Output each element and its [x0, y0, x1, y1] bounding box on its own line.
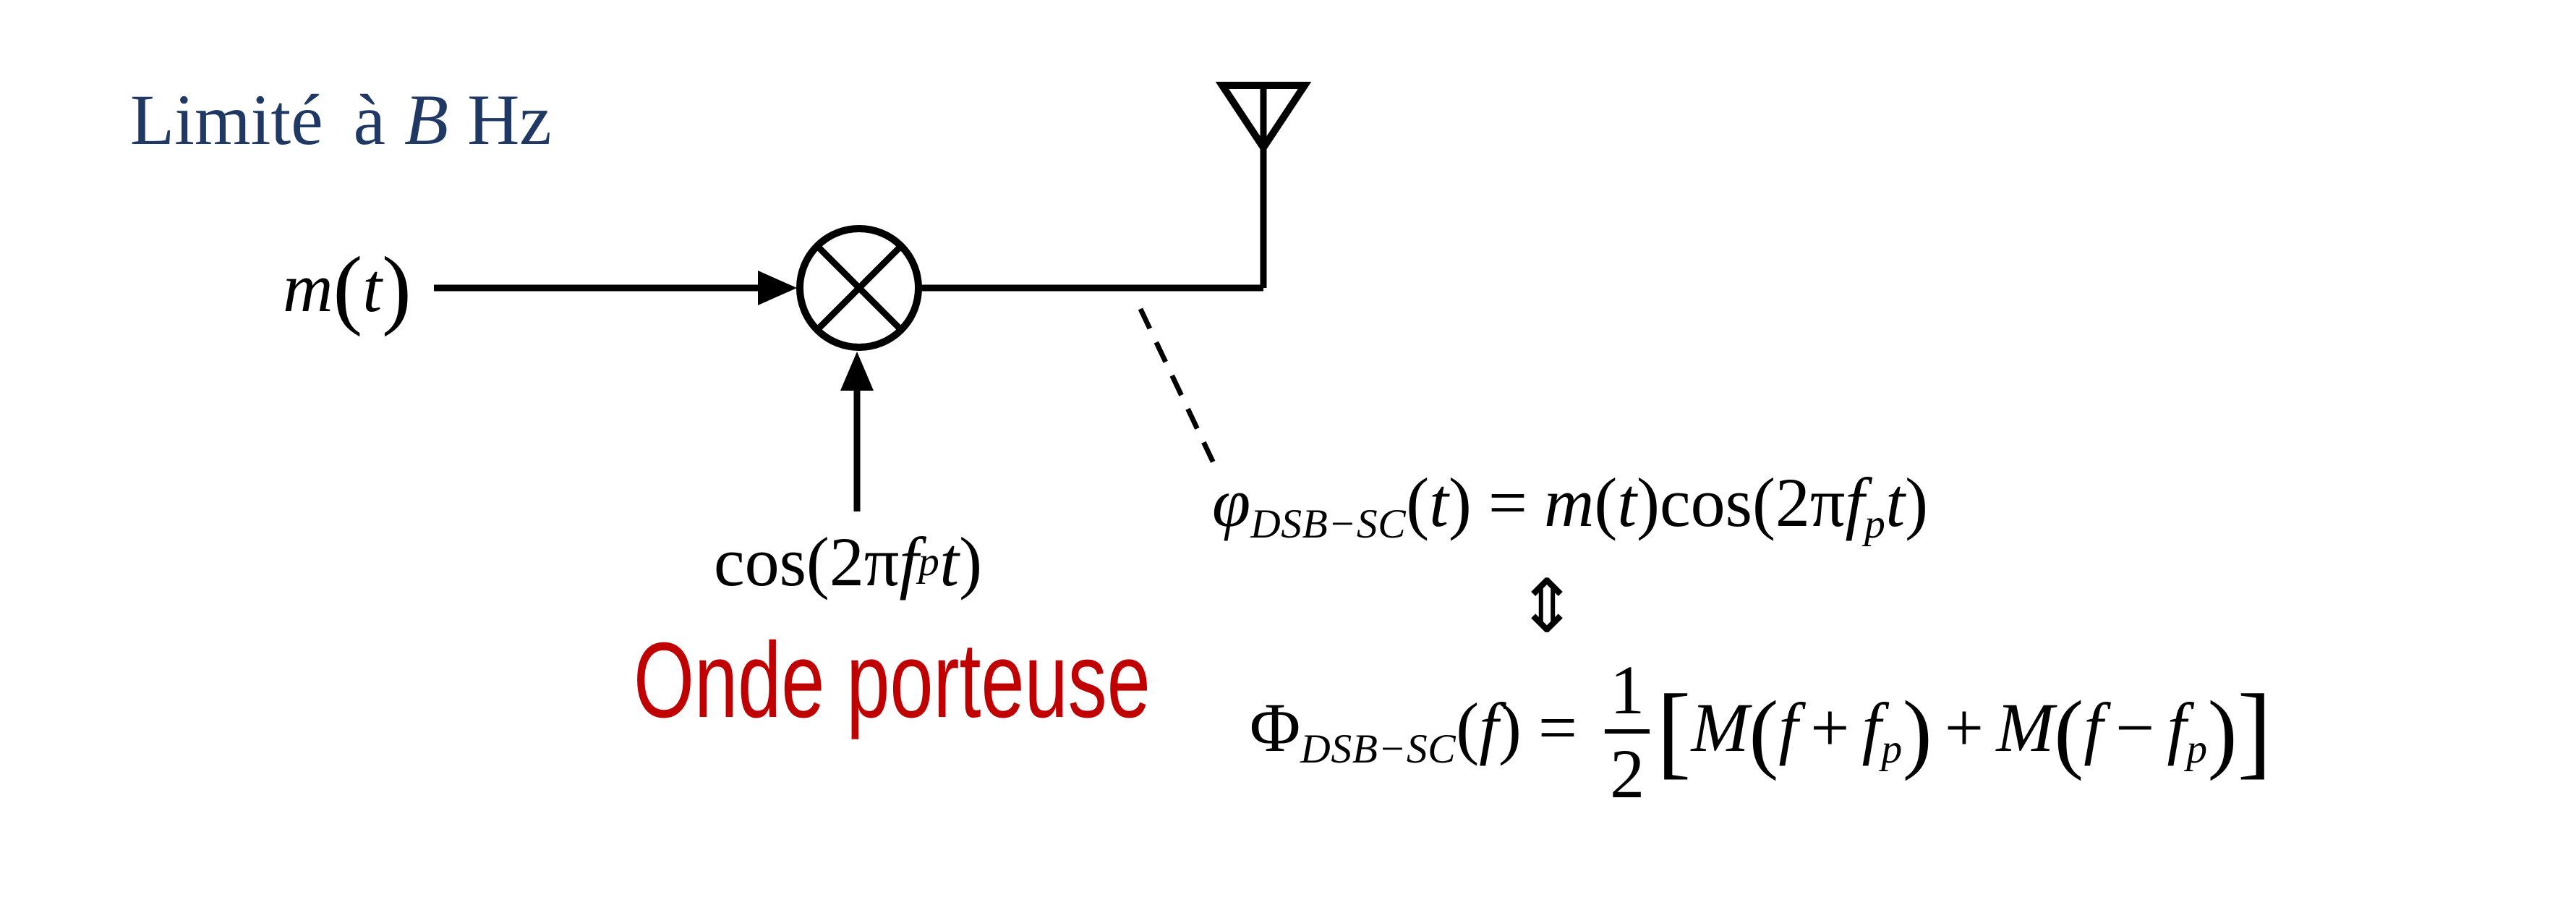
- freq-eq-term2-close: ): [2207, 682, 2238, 782]
- bandwidth-note-connector: à: [353, 80, 385, 160]
- freq-eq-term2-subscript: p: [2186, 726, 2208, 773]
- carrier-arrowhead-icon: [840, 352, 874, 391]
- freq-eq-term2-open: (: [2054, 682, 2084, 782]
- freq-eq-term1-fp: f: [1861, 689, 1882, 767]
- freq-eq-subscript: DSB−SC: [1300, 726, 1457, 773]
- callout-dashed-line: [1138, 307, 1216, 464]
- time-eq-close-paren: ): [1448, 463, 1472, 541]
- multiplier-mixer-icon: [796, 225, 922, 351]
- freq-eq-term2-f: f: [2084, 689, 2103, 767]
- time-eq-symbol: φ: [1212, 463, 1251, 541]
- carrier-arrow: [840, 352, 874, 511]
- freq-eq-term2-op: −: [2115, 689, 2155, 767]
- carrier-cos-head: cos(2π: [713, 523, 900, 600]
- time-eq-subscript: DSB−SC: [1250, 501, 1407, 547]
- freq-eq-denominator: 2: [1610, 734, 1645, 812]
- freq-eq-equals: =: [1538, 689, 1578, 767]
- freq-eq-open-paren: (: [1456, 689, 1480, 767]
- freq-eq-term1-op: +: [1810, 689, 1850, 767]
- carrier-f-subscript: p: [918, 539, 940, 585]
- multiplier-cross-line-2: [814, 243, 904, 333]
- freq-eq-symbol: Φ: [1250, 689, 1301, 767]
- time-eq-m-arg: t: [1617, 463, 1637, 541]
- time-eq-tail-paren: ): [1905, 463, 1929, 541]
- message-signal-label: m(t): [283, 238, 411, 337]
- time-eq-m-close: ): [1637, 463, 1660, 541]
- freq-eq-numerator: 1: [1605, 655, 1650, 734]
- time-eq-t: t: [1885, 463, 1906, 541]
- antenna-icon: [1215, 82, 1312, 288]
- equivalence-arrow: ⇕: [1516, 564, 1578, 650]
- time-eq-equals: =: [1488, 463, 1527, 541]
- bandwidth-note-prefix: Limité: [130, 80, 323, 160]
- freq-eq-close-paren: ): [1498, 689, 1522, 767]
- freq-eq-left-bracket: [: [1656, 674, 1692, 789]
- freq-eq-term1-f: f: [1778, 689, 1798, 767]
- freq-eq-term1-open: (: [1749, 682, 1779, 782]
- carrier-f: f: [899, 523, 919, 600]
- input-arrowhead-icon: [758, 271, 797, 305]
- freq-eq-right-bracket: ]: [2237, 674, 2272, 789]
- freq-eq-term2-M: M: [1996, 689, 2055, 767]
- time-eq-open-paren: (: [1406, 463, 1430, 541]
- time-eq-f: f: [1845, 463, 1865, 541]
- carrier-close-paren: ): [959, 523, 983, 600]
- freq-eq-term1-subscript: p: [1881, 726, 1903, 773]
- carrier-arg: t: [939, 523, 960, 600]
- carrier-caption: Onde porteuse: [634, 621, 1151, 740]
- freq-eq-term2-fp: f: [2167, 689, 2187, 767]
- message-var: m: [283, 249, 333, 326]
- message-arg: t: [362, 249, 382, 326]
- input-arrow: [434, 271, 797, 305]
- time-eq-m-open: (: [1594, 463, 1618, 541]
- antenna-triangle: [1215, 82, 1312, 155]
- time-domain-equation: φDSB−SC(t)=m(t)cos(2πfpt): [1212, 452, 1928, 561]
- freq-eq-term1-M: M: [1691, 689, 1749, 767]
- time-eq-cos-head: cos(2π: [1659, 463, 1846, 541]
- freq-eq-middle-op: +: [1944, 689, 1984, 767]
- time-eq-m: m: [1544, 463, 1595, 541]
- bandwidth-note-unit: Hz: [467, 80, 552, 160]
- bandwidth-note-variable: B: [404, 80, 449, 160]
- time-eq-arg: t: [1429, 463, 1449, 541]
- freq-eq-arg: f: [1479, 689, 1498, 767]
- freq-eq-term1-close: ): [1902, 682, 1932, 782]
- time-eq-f-subscript: p: [1864, 501, 1886, 547]
